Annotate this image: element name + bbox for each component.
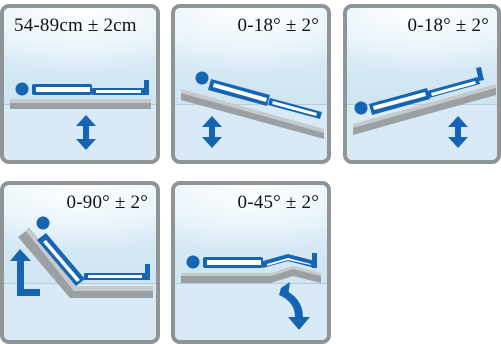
knee-raise-tile[interactable]: 0-45° ± 2° [171, 181, 331, 344]
trendelenburg-range-label: 0-18° ± 2° [237, 15, 319, 36]
up-arrow-icon [10, 249, 40, 296]
height-range-label: 54-89cm ± 2cm [14, 15, 137, 36]
bed-backrest-raised-illustration [18, 216, 153, 298]
bed-flat-illustration [10, 80, 151, 109]
bed-tilted-head-up-illustration [353, 67, 496, 135]
vertical-double-arrow-icon [448, 116, 468, 148]
backrest-range-label: 0-90° ± 2° [66, 192, 148, 213]
bed-knee-raised-illustration [181, 253, 321, 283]
reverse-trendelenburg-tile[interactable]: 0-18° ± 2° [343, 4, 501, 164]
vertical-double-arrow-icon [202, 116, 222, 148]
knee-range-label: 0-45° ± 2° [237, 192, 319, 213]
curved-arrow-icon [279, 282, 310, 330]
bed-tilted-head-down-illustration [181, 71, 324, 139]
reverse-trendelenburg-range-label: 0-18° ± 2° [407, 15, 489, 36]
vertical-double-arrow-icon [76, 115, 96, 150]
trendelenburg-tile[interactable]: 0-18° ± 2° [171, 4, 331, 164]
height-adjust-tile[interactable]: 54-89cm ± 2cm [0, 4, 160, 164]
backrest-raise-tile[interactable]: 0-90° ± 2° [0, 181, 160, 344]
